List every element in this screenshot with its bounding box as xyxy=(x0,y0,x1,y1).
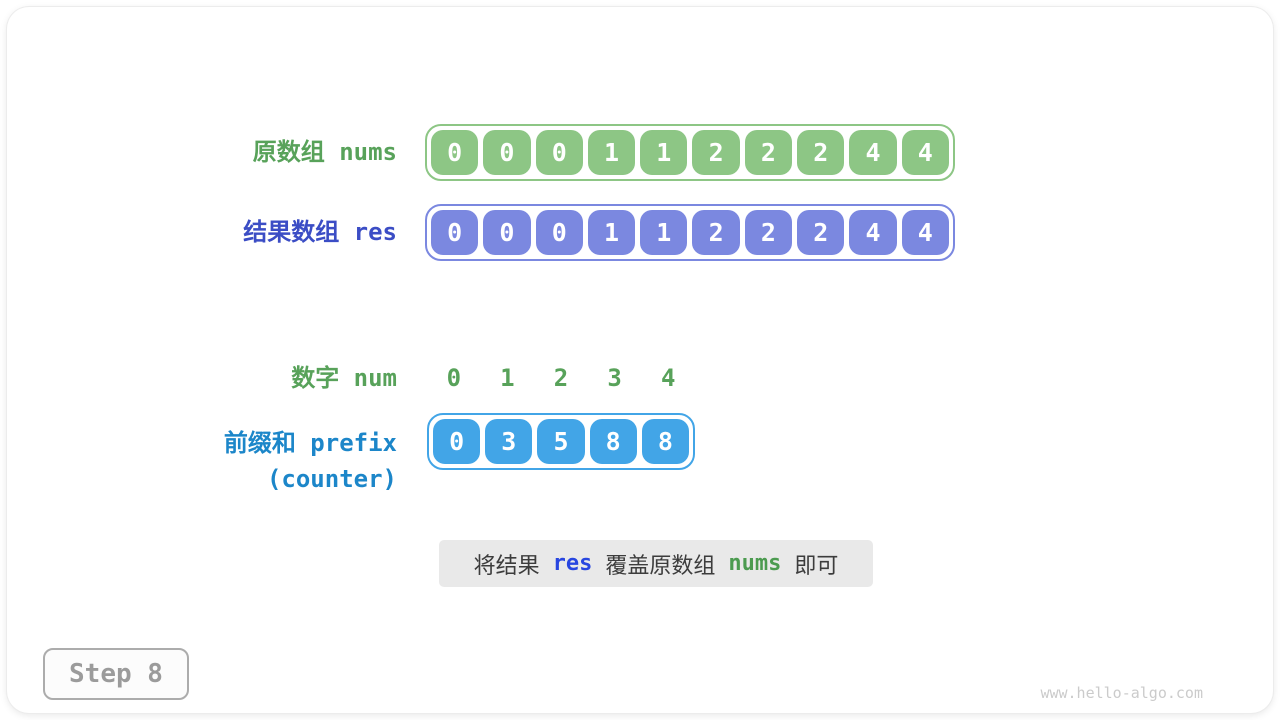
nums-array-label: 原数组 nums xyxy=(252,138,397,166)
res-array-label: 结果数组 res xyxy=(243,218,397,246)
res-array-cell: 0 xyxy=(431,210,479,255)
nums-array-cell: 2 xyxy=(692,130,740,175)
res-array-cell: 4 xyxy=(901,210,949,255)
watermark: www.hello-algo.com xyxy=(1040,684,1203,702)
note-text-part1: 将结果 xyxy=(473,553,540,579)
note-box: 将结果 res 覆盖原数组 nums 即可 xyxy=(439,540,873,587)
prefix-label-line1: 前缀和 prefix xyxy=(223,429,397,457)
nums-array-cell: 2 xyxy=(744,130,793,175)
prefix-array-cell: 0 xyxy=(433,419,481,464)
prefix-array-cell: 8 xyxy=(641,419,690,464)
nums-array-cell: 1 xyxy=(587,130,636,175)
res-array-cell: 4 xyxy=(849,210,897,255)
nums-array-cell: 0 xyxy=(483,130,531,175)
num-tick: 4 xyxy=(660,364,676,392)
res-array-cell: 1 xyxy=(640,210,688,255)
res-array-cell: 2 xyxy=(692,210,740,255)
num-tick: 1 xyxy=(500,364,515,392)
note-text-part2: 覆盖原数组 xyxy=(605,553,716,579)
res-array-cell: 0 xyxy=(535,210,583,255)
nums-array-cell: 4 xyxy=(901,130,949,175)
nums-array-cell: 2 xyxy=(797,130,845,175)
res-array-cell: 2 xyxy=(744,210,793,255)
res-array-cell: 1 xyxy=(587,210,636,255)
note-text-part3: 即可 xyxy=(794,553,839,579)
num-tick: 0 xyxy=(446,364,462,392)
prefix-array-label: 前缀和 prefix (counter) xyxy=(7,425,397,497)
nums-array-cell: 0 xyxy=(535,130,583,175)
note-res-token: res xyxy=(552,551,593,576)
num-tick: 2 xyxy=(553,364,569,392)
prefix-array-cell: 8 xyxy=(589,419,637,464)
prefix-label-line2: (counter) xyxy=(266,465,397,493)
nums-array-cell: 1 xyxy=(640,130,688,175)
nums-array-cell: 4 xyxy=(849,130,897,175)
num-tick: 3 xyxy=(607,364,622,392)
prefix-array-cell: 3 xyxy=(485,419,533,464)
res-array-cell: 0 xyxy=(483,210,531,255)
num-tick-row: 0 1 2 3 4 xyxy=(427,364,695,392)
res-array-cell: 2 xyxy=(797,210,845,255)
step-badge: Step 8 xyxy=(43,648,189,700)
note-nums-token: nums xyxy=(728,551,782,576)
nums-array-cell: 0 xyxy=(431,130,479,175)
prefix-array-cell: 5 xyxy=(537,419,585,464)
num-row-label: 数字 num xyxy=(291,364,397,392)
